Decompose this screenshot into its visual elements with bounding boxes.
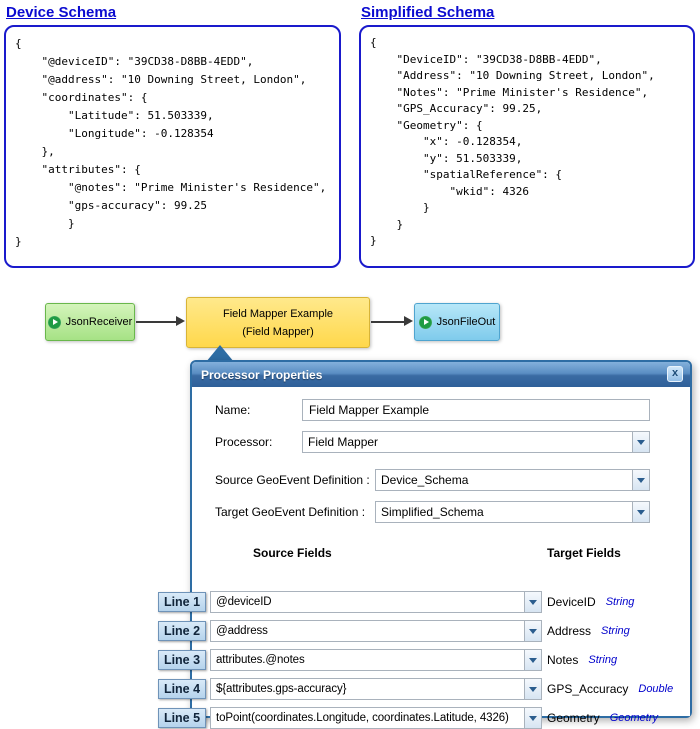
source-definition-combobox[interactable]: Device_Schema [375, 469, 650, 491]
line-number-badge: Line 5 [158, 708, 206, 728]
processor-combobox[interactable]: Field Mapper [302, 431, 650, 453]
target-field-name: GPS_Accuracy [547, 682, 629, 696]
flow-node-label: JsonFileOut [436, 316, 496, 328]
target-field-type: Geometry [609, 712, 658, 724]
arrowhead-icon [176, 316, 185, 326]
dialog-title: Processor Properties [201, 367, 323, 382]
simplified-schema-json: { "DeviceID": "39CD38-D8BB-4EDD", "Addre… [370, 36, 655, 247]
flow-arrow-line [371, 321, 405, 323]
field-mapping-row: Line 4 ${attributes.gps-accuracy} GPS_Ac… [158, 678, 690, 700]
name-label: Name: [215, 403, 251, 417]
flow-node-label: Field Mapper Example [222, 307, 334, 320]
flow-node-json-receiver[interactable]: JsonReceiver [45, 303, 135, 341]
device-schema-title: Device Schema [6, 4, 117, 21]
chevron-down-icon[interactable] [524, 650, 541, 670]
field-mapping-row: Line 2 @address Address String [158, 620, 690, 642]
source-field-combobox[interactable]: toPoint(coordinates.Longitude, coordinat… [210, 707, 542, 729]
target-field-type: String [605, 596, 635, 608]
source-definition-label: Source GeoEvent Definition : [215, 473, 370, 487]
target-field: Address String [547, 620, 630, 642]
source-field-value: @address [216, 625, 268, 637]
target-field-name: DeviceID [547, 595, 596, 609]
processor-value: Field Mapper [308, 435, 379, 449]
target-field: DeviceID String [547, 591, 634, 613]
simplified-schema-title: Simplified Schema [361, 4, 495, 21]
flow-node-label: JsonReceiver [65, 316, 133, 328]
chevron-down-icon[interactable] [524, 621, 541, 641]
target-field-type: String [588, 654, 618, 666]
source-field-combobox[interactable]: attributes.@notes [210, 649, 542, 671]
target-field-type: String [601, 625, 630, 637]
name-input-value: Field Mapper Example [309, 403, 430, 417]
target-field: GPS_Accuracy Double [547, 678, 673, 700]
field-mappings-list: Line 1 @deviceID DeviceID String Line 2 [158, 591, 690, 729]
source-field-value: @deviceID [216, 596, 272, 608]
source-field-combobox[interactable]: @deviceID [210, 591, 542, 613]
source-field-value: attributes.@notes [216, 654, 305, 666]
target-field-name: Notes [547, 653, 579, 667]
chevron-down-icon[interactable] [632, 432, 649, 452]
chevron-down-icon[interactable] [632, 502, 649, 522]
source-field-combobox[interactable]: @address [210, 620, 542, 642]
play-icon [418, 315, 432, 329]
field-mapping-row: Line 1 @deviceID DeviceID String [158, 591, 690, 613]
source-field-combobox[interactable]: ${attributes.gps-accuracy} [210, 678, 542, 700]
target-field-type: Double [638, 683, 674, 695]
target-field-name: Address [547, 624, 592, 638]
target-definition-value: Simplified_Schema [381, 505, 484, 519]
target-definition-label: Target GeoEvent Definition : [215, 505, 366, 519]
chevron-down-icon[interactable] [632, 470, 649, 490]
target-field-name: Geometry [547, 711, 600, 725]
callout-pointer-icon [206, 345, 234, 362]
dialog-body: Name: Field Mapper Example Processor: Fi… [158, 387, 690, 729]
simplified-schema-box: { "DeviceID": "39CD38-D8BB-4EDD", "Addre… [359, 25, 695, 268]
processor-label: Processor: [215, 435, 273, 449]
line-number-badge: Line 2 [158, 621, 206, 641]
flow-arrow-line [136, 321, 177, 323]
field-mapping-row: Line 3 attributes.@notes Notes String [158, 649, 690, 671]
chevron-down-icon[interactable] [524, 592, 541, 612]
processor-properties-dialog: Processor Properties x Name: Field Mappe… [158, 360, 692, 729]
target-field: Notes String [547, 649, 617, 671]
flow-node-field-mapper[interactable]: Field Mapper Example (Field Mapper) [186, 297, 370, 348]
chevron-down-icon[interactable] [524, 679, 541, 699]
arrowhead-icon [404, 316, 413, 326]
line-number-badge: Line 4 [158, 679, 206, 699]
source-field-value: toPoint(coordinates.Longitude, coordinat… [216, 712, 509, 724]
field-mapping-row: Line 5 toPoint(coordinates.Longitude, co… [158, 707, 690, 729]
device-schema-box: { "@deviceID": "39CD38-D8BB-4EDD", "@add… [4, 25, 341, 268]
device-schema-json: { "@deviceID": "39CD38-D8BB-4EDD", "@add… [15, 37, 327, 248]
dialog-titlebar[interactable]: Processor Properties x [192, 362, 690, 387]
name-input[interactable]: Field Mapper Example [302, 399, 650, 421]
source-fields-header: Source Fields [253, 546, 332, 560]
play-icon [47, 315, 61, 329]
line-number-badge: Line 3 [158, 650, 206, 670]
close-icon[interactable]: x [667, 366, 683, 382]
flow-node-sublabel: (Field Mapper) [242, 325, 314, 338]
line-number-badge: Line 1 [158, 592, 206, 612]
source-field-value: ${attributes.gps-accuracy} [216, 683, 347, 695]
chevron-down-icon[interactable] [524, 708, 541, 728]
flow-node-json-file-out[interactable]: JsonFileOut [414, 303, 500, 341]
target-fields-header: Target Fields [547, 546, 621, 560]
source-definition-value: Device_Schema [381, 473, 469, 487]
target-field: Geometry Geometry [547, 707, 658, 729]
target-definition-combobox[interactable]: Simplified_Schema [375, 501, 650, 523]
